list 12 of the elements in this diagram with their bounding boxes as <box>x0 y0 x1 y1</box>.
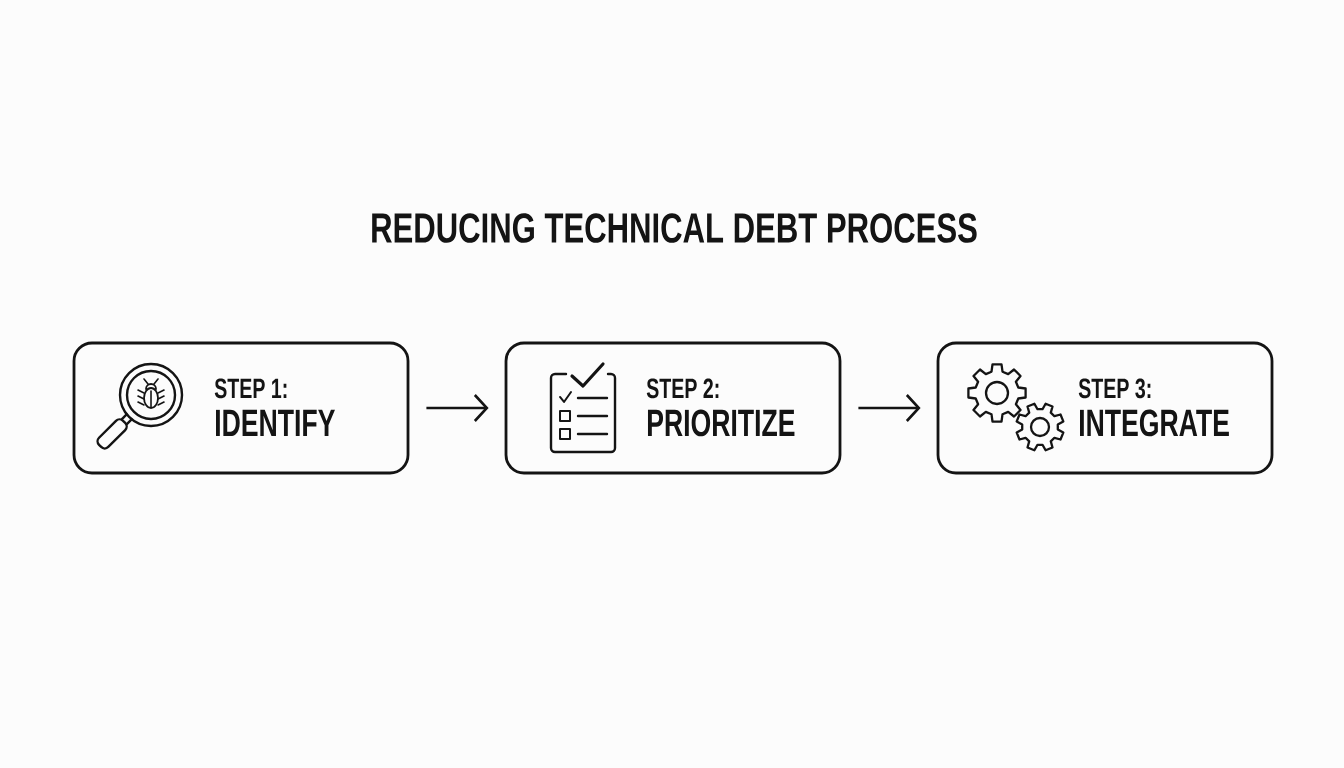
step-title: IDENTIFY <box>216 409 335 436</box>
step-number: STEP 2: <box>646 378 719 399</box>
title: REDUCING TECHNICAL DEBT PROCESS <box>372 213 977 243</box>
step-title: INTEGRATE <box>1080 409 1229 437</box>
arrow <box>858 394 921 422</box>
process-box <box>504 341 842 475</box>
arrow <box>426 394 489 422</box>
step-number: STEP 1: <box>214 378 287 399</box>
process-box <box>936 341 1274 475</box>
process-box <box>72 341 410 475</box>
step-number: STEP 3: <box>1078 378 1151 399</box>
step-title: PRIORITIZE <box>648 409 795 437</box>
